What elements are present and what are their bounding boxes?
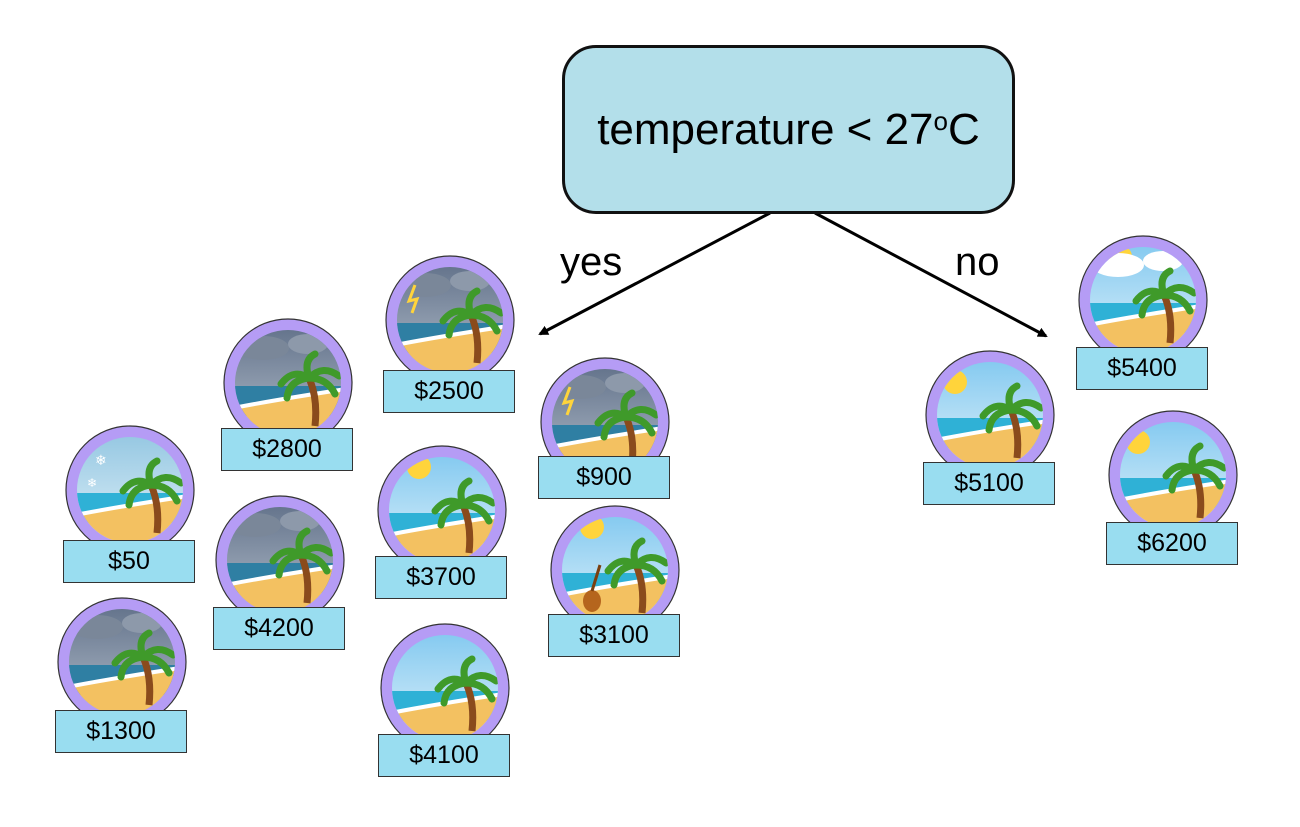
bright-sunny-beach-icon [925,350,1055,480]
svg-text:❄: ❄ [87,476,97,490]
price-label: $4200 [213,607,345,650]
leaf-node: $3700 [375,445,509,600]
root-condition-text: temperature < 27 [597,104,934,154]
price-label: $50 [63,540,195,583]
leaf-node: $3100 [548,505,682,658]
leaf-node: $2800 [221,318,355,472]
snowy-beach-icon: ❄❄ [65,425,195,555]
leaf-node: $6200 [1106,410,1240,566]
leaf-node: $5100 [923,350,1057,506]
no-edge-arrow [814,211,1048,338]
price-label: $2800 [221,428,353,471]
price-label: $6200 [1106,522,1238,565]
degree-symbol: o [933,105,948,136]
rainy-storm-beach-icon [385,255,515,385]
hurricane-beach-icon [57,597,187,727]
yes-edge-label: yes [560,240,623,284]
price-label: $2500 [383,370,515,413]
svg-text:❄: ❄ [95,452,107,468]
sunny-cloudy-beach-icon [1078,235,1208,365]
bright-sunny-beach-icon [1108,410,1238,540]
sunny-beach-guitar-icon [550,505,680,635]
root-condition: temperature < 27oC [597,105,980,155]
root-decision-node: temperature < 27oC [562,45,1015,214]
leaf-node: $900 [538,357,672,500]
leaf-node: $5400 [1076,235,1210,391]
leaf-node: $4100 [378,623,512,778]
leaf-node: $1300 [55,597,189,754]
price-label: $4100 [378,734,510,777]
price-label: $900 [538,456,670,499]
overcast-beach-icon [215,495,345,625]
leaf-node: $2500 [383,255,517,414]
price-label: $3700 [375,556,507,599]
leaf-node: ❄❄ $50 [63,425,197,584]
price-label: $3100 [548,614,680,657]
leaf-node: $4200 [213,495,347,651]
root-condition-unit: C [948,104,980,154]
price-label: $5400 [1076,347,1208,390]
price-label: $1300 [55,710,187,753]
yes-edge-arrow [538,211,771,336]
price-label: $5100 [923,462,1055,505]
no-edge-label: no [955,240,1000,284]
